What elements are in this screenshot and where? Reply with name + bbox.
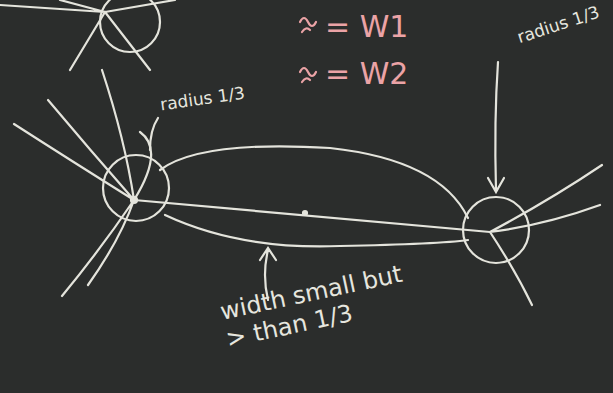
width-note: width small but > than 1/3 xyxy=(215,255,438,354)
tube-outline xyxy=(160,146,468,218)
edge-lines xyxy=(14,70,151,296)
edge-lines xyxy=(490,165,602,305)
symbol-mark xyxy=(300,18,316,32)
leader-line xyxy=(150,118,158,150)
equation-label: = W1 xyxy=(322,10,411,45)
equation-label: = W2 xyxy=(322,57,411,92)
radius-label: radius 1/3 xyxy=(156,83,249,115)
symbol-mark xyxy=(300,68,316,82)
tube-outline xyxy=(165,215,468,246)
leader-arrow xyxy=(488,62,504,192)
main-edge xyxy=(134,200,490,232)
midpoint-dot xyxy=(303,211,307,215)
edge-lines xyxy=(0,0,175,70)
radius-label: radius 1/3 xyxy=(512,2,605,49)
